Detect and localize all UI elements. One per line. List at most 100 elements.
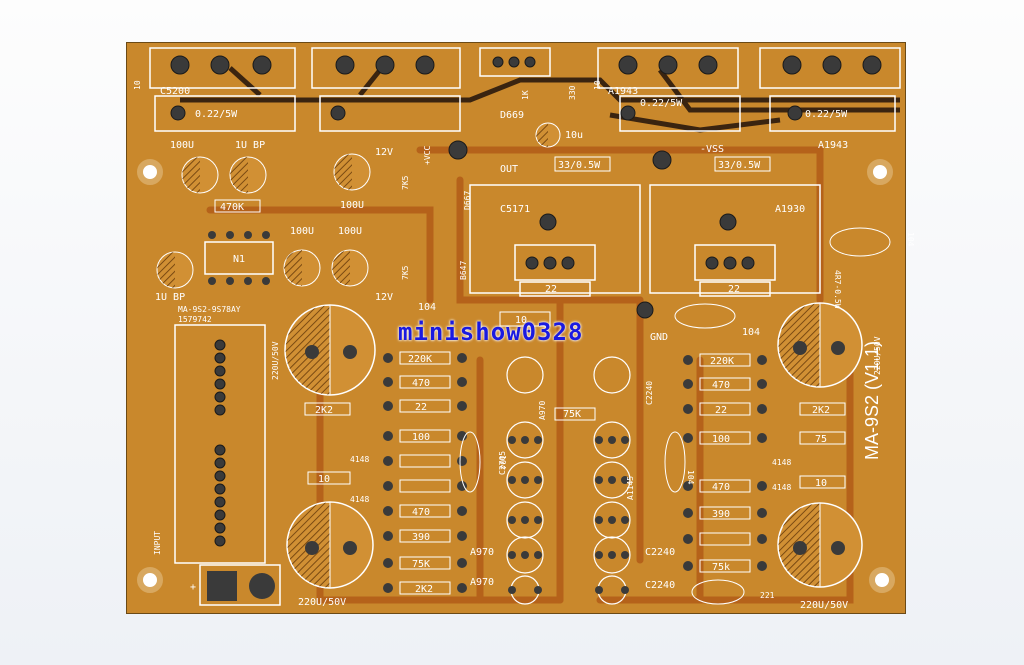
label-7k5-top: 7K5: [401, 175, 410, 190]
label-390-left: 390: [412, 532, 430, 543]
label-10-top-left: 10: [133, 80, 142, 90]
label-470-left: 470: [412, 378, 430, 389]
input-header: [174, 324, 281, 606]
top-traces: [180, 66, 900, 133]
label-100u-1: 100U: [170, 140, 194, 151]
transistor-pads: [170, 55, 882, 170]
resistor-column-right: [683, 353, 767, 573]
label-4148-l2: 4148: [350, 495, 369, 504]
label-75k-right: 75k: [712, 562, 730, 573]
label-22-left: 22: [415, 402, 427, 413]
label-emitter-res-1: 0.22/5W: [195, 109, 238, 120]
opamp-n1: [204, 231, 274, 285]
power-transistors: [149, 47, 901, 132]
label-33r-right: 33/0.5W: [718, 160, 761, 171]
label-1k: 1K: [521, 90, 530, 100]
label-22-right: 22: [715, 405, 727, 416]
label-330: 330: [568, 85, 577, 100]
label-220u-bl: 220U/50V: [298, 597, 346, 608]
label-100u-3: 100U: [290, 226, 314, 237]
label-n1: N1: [233, 254, 245, 265]
label-33r-left: 33/0.5W: [558, 160, 601, 171]
small-transistor-pads: [508, 436, 629, 594]
pcb-board: [126, 42, 906, 614]
label-221: 221: [760, 591, 775, 600]
label-10-top-mid: 10: [593, 80, 602, 90]
label-12v-top: 12V: [375, 147, 393, 158]
label-c5200: C5200: [160, 86, 190, 97]
label-b647: B647: [459, 261, 468, 280]
label-c2705: C2705: [498, 451, 507, 475]
small-capacitors: [156, 122, 561, 289]
heatsinks: [469, 184, 821, 297]
label-a970-1: A970: [470, 547, 494, 558]
label-heatsink-right: 22: [728, 284, 740, 295]
label-a1943-top: A1943: [608, 86, 638, 97]
label-470-left-2: 470: [412, 507, 430, 518]
label-date-code: 1579742: [178, 315, 212, 324]
label-10u: 10u: [565, 130, 583, 141]
label-390-right: 390: [712, 509, 730, 520]
label-100-right: 100: [712, 434, 730, 445]
label-d667: D667: [463, 191, 472, 210]
label-4r7: 4R7-0.5W: [833, 270, 842, 309]
label-4148-l1: 4148: [350, 455, 369, 464]
label-2k2-left: 2K2: [315, 405, 333, 416]
label-out: OUT: [500, 164, 518, 175]
label-104-far-right: 104: [906, 232, 915, 247]
label-c5171: C5171: [500, 204, 530, 215]
label-heatsink-left: 22: [545, 284, 557, 295]
bulk-capacitors: [284, 302, 863, 589]
label-c2240-1: C2240: [645, 547, 675, 558]
label-220k-right: 220K: [710, 356, 734, 367]
label-100u-4: 100U: [338, 226, 362, 237]
label-10r-left: 10: [318, 474, 330, 485]
label-a1943-right: A1943: [818, 140, 848, 151]
label-emitter-res-2: 0.22/5W: [640, 98, 683, 109]
label-2k2-right: 2K2: [812, 405, 830, 416]
mounting-holes: [137, 159, 895, 593]
label-d669: D669: [500, 110, 524, 121]
label-104-left: 104: [418, 302, 436, 313]
label-10r: 10: [515, 315, 527, 326]
label-7k5-bottom: 7K5: [401, 265, 410, 280]
label-1ubp-1: 1U BP: [235, 140, 265, 151]
label-c2240-center: C2240: [645, 381, 654, 405]
heatsink-pads: [525, 213, 755, 319]
label-470-right: 470: [712, 380, 730, 391]
label-4148-r1: 4148: [772, 458, 791, 467]
label-2k2-bottom: 2K2: [415, 584, 433, 595]
label-104-right: 104: [742, 327, 760, 338]
label-104-mid-right: 104: [686, 470, 695, 485]
silkscreen-labels: C5200 A1943 A1943 0.22/5W 0.22/5W 0.22/5…: [133, 80, 915, 611]
label-75k-left: 75K: [412, 559, 430, 570]
label-10r-right: 10: [815, 478, 827, 489]
label-a970-2: A970: [470, 577, 494, 588]
label-vcc: +VCC: [423, 146, 432, 165]
label-vss: -VSS: [700, 144, 724, 155]
label-470k: 470K: [220, 202, 244, 213]
label-100-left: 100: [412, 432, 430, 443]
label-75-right: 75: [815, 434, 827, 445]
board-model-label: MA-9S2 (V1.1): [862, 340, 882, 460]
label-gnd: GND: [650, 332, 668, 343]
label-220u-tr: 220U/50V: [873, 336, 882, 375]
label-part-no: MA-9S2-9S78AY: [178, 305, 241, 314]
label-12v-bottom: 12V: [375, 292, 393, 303]
label-plus: +: [190, 582, 196, 593]
label-4148-r2: 4148: [772, 483, 791, 492]
label-a970-center: A970: [538, 401, 547, 420]
resistor-column-left: [383, 351, 467, 595]
label-a1930: A1930: [775, 204, 805, 215]
label-220u-tl: 220U/50V: [271, 341, 280, 380]
label-100u-2: 100U: [340, 200, 364, 211]
label-220u-br: 220U/50V: [800, 600, 848, 611]
label-a1145: A1145: [626, 476, 635, 500]
misc-resistors: [214, 156, 891, 605]
watermark-text: minishow0328: [398, 318, 584, 346]
label-1ubp-2: 1U BP: [155, 292, 185, 303]
label-c2240-2: C2240: [645, 580, 675, 591]
label-104-mid-left: 104: [498, 455, 507, 470]
label-75k-center: 75K: [563, 409, 581, 420]
label-470-right-2: 470: [712, 482, 730, 493]
